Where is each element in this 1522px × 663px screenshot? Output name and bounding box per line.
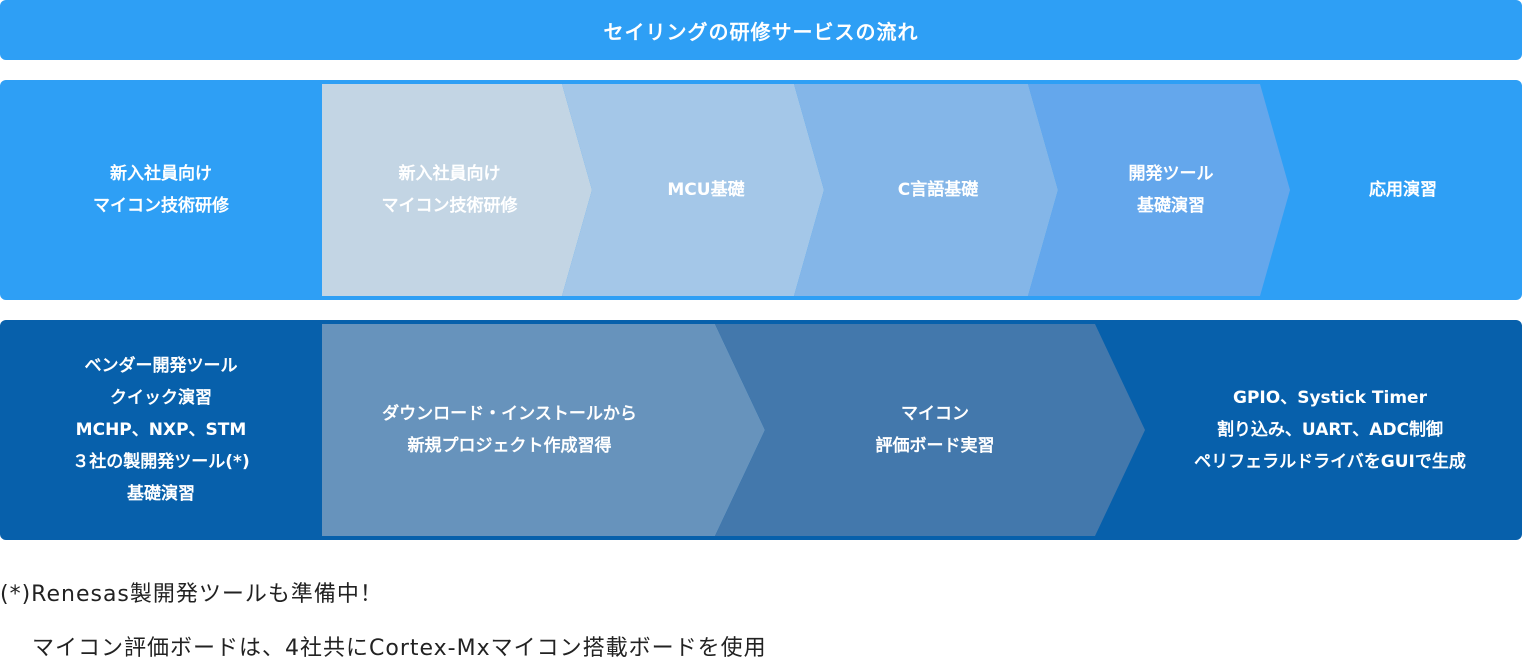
row1-intro-line1: 新入社員向け <box>110 164 212 184</box>
row2-step2-chevron <box>715 324 1145 536</box>
row2-intro-line5: 基礎演習 <box>127 484 195 504</box>
row1-step5-line1: 応用演習 <box>1369 180 1437 200</box>
row2-step2-line2: 評価ボード実習 <box>875 436 995 456</box>
row1-step4-line2: 基礎演習 <box>1137 196 1205 216</box>
row1-step1-label: 新入社員向け マイコン技術研修 <box>322 80 577 300</box>
row2-step1-line1: ダウンロード・インストールから <box>382 404 637 424</box>
row1-intro-line2: マイコン技術研修 <box>93 196 229 216</box>
row2-step3-line3: ペリフェラルドライバをGUIで生成 <box>1194 452 1466 472</box>
row2-step3-label: GPIO、Systick Timer 割り込み、UART、ADC制御 ペリフェラ… <box>1140 320 1520 540</box>
row2-intro-line3: MCHP、NXP、STM <box>75 420 247 440</box>
row2-intro-line4: ３社の製開発ツール(*) <box>72 452 250 472</box>
row2-step2-label: マイコン 評価ボード実習 <box>745 320 1125 540</box>
row1-step1-line1: 新入社員向け <box>398 164 501 184</box>
row2-step1-chevron <box>322 324 765 536</box>
row1-chevrons <box>322 84 1290 296</box>
footnote-eval-board: マイコン評価ボードは、4社共にCortex-Mxマイコン搭載ボードを使用 <box>32 636 767 661</box>
row1-step1-line2: マイコン技術研修 <box>381 196 518 216</box>
row2-step1-line2: 新規プロジェクト作成習得 <box>407 436 612 456</box>
row1-step5-label: 応用演習 <box>1290 80 1516 300</box>
row2-intro-label: ベンダー開発ツール クイック演習 MCHP、NXP、STM ３社の製開発ツール(… <box>0 320 322 540</box>
row1-step4-chevron <box>1028 84 1290 296</box>
row1-intro-label: 新入社員向け マイコン技術研修 <box>0 80 322 300</box>
flow-title-banner: セイリングの研修サービスの流れ <box>0 0 1522 60</box>
row2-step3-line1: GPIO、Systick Timer <box>1233 388 1427 408</box>
row2-chevrons <box>322 324 1145 536</box>
row1-step2-label: MCU基礎 <box>592 80 820 300</box>
row2-intro-line2: クイック演習 <box>110 388 212 408</box>
row1-step3-chevron <box>794 84 1058 296</box>
row1-step2-line1: MCU基礎 <box>667 180 745 200</box>
row1-step3-line1: C言語基礎 <box>897 180 979 200</box>
row2-intro-line1: ベンダー開発ツール <box>84 356 238 376</box>
flow-title: セイリングの研修サービスの流れ <box>603 19 919 44</box>
row2-step3-line2: 割り込み、UART、ADC制御 <box>1216 420 1444 440</box>
row1-step4-label: 開発ツール 基礎演習 <box>1058 80 1284 300</box>
row1-step2-chevron <box>562 84 824 296</box>
row2-step2-line1: マイコン <box>901 404 969 424</box>
row2-step1-label: ダウンロード・インストールから 新規プロジェクト作成習得 <box>322 320 697 540</box>
vendor-tool-training-row: ベンダー開発ツール クイック演習 MCHP、NXP、STM ３社の製開発ツール(… <box>0 320 1522 540</box>
row1-step1-chevron <box>322 84 592 296</box>
newcomer-training-row: 新入社員向け マイコン技術研修 新入社員向け マイコン技術研修 MCU基礎 C言… <box>0 80 1522 300</box>
footnote-renesas: (*)Renesas製開発ツールも準備中！ <box>0 582 383 607</box>
row1-step3-label: C言語基礎 <box>824 80 1052 300</box>
row1-step4-line1: 開発ツール <box>1128 164 1214 184</box>
